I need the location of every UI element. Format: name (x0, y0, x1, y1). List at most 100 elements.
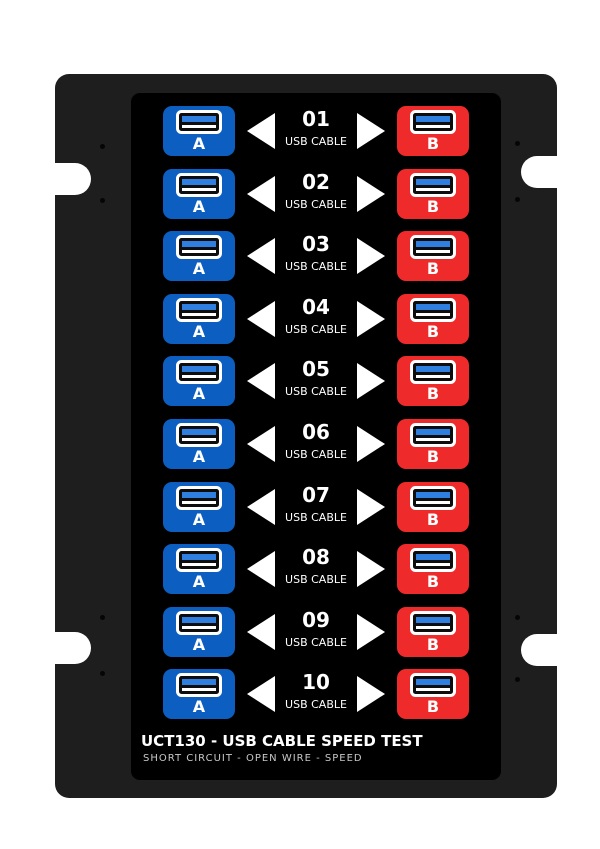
port-b-label: B (426, 447, 440, 466)
channel-label: USB CABLE (285, 635, 347, 649)
channel-number: 06 (302, 420, 330, 444)
port-a[interactable]: A (163, 168, 235, 219)
usb-a-socket-icon (410, 172, 456, 197)
port-a[interactable]: A (163, 356, 235, 407)
port-b-label: B (426, 259, 440, 279)
usb-a-socket-icon (410, 610, 456, 635)
port-a[interactable]: A (163, 419, 235, 469)
channel-label: USB CABLE (285, 698, 347, 712)
port-a-label: A (192, 134, 206, 153)
port-b[interactable]: B (397, 669, 469, 720)
usb-a-socket-icon (176, 235, 222, 260)
arrow-left (247, 551, 275, 591)
port-a[interactable]: A (163, 293, 235, 344)
panel-subtitle: SHORT CIRCUIT - OPEN WIRE - SPEED (143, 753, 363, 764)
arrow-right (357, 426, 385, 466)
port-b[interactable]: B (397, 106, 469, 156)
arrow-right-icon (357, 300, 385, 337)
port-a-label: A (192, 259, 206, 279)
arrow-right (357, 113, 385, 153)
arrow-left-icon (247, 426, 275, 462)
arrow-right-icon (357, 175, 385, 212)
port-a-label: A (192, 447, 206, 466)
port-b-label: B (426, 634, 440, 654)
port-a-label: A (192, 384, 206, 404)
usb-a-socket-icon (410, 297, 456, 322)
port-b-label: B (426, 134, 440, 153)
port-a-label: A (192, 509, 206, 529)
port-b-label: B (426, 572, 440, 592)
channel-number: 07 (302, 482, 330, 507)
arrow-right-icon (357, 613, 385, 650)
port-a-label: A (192, 321, 206, 341)
usb-a-socket-icon (410, 673, 456, 698)
channel-number: 02 (302, 169, 330, 194)
usb-a-socket-icon (176, 297, 222, 322)
channel-number: 05 (302, 357, 330, 382)
arrow-left-icon (247, 613, 275, 650)
screw-hole (100, 615, 105, 620)
channel-number: 04 (302, 294, 330, 319)
port-b[interactable]: B (397, 419, 469, 469)
usb-a-socket-icon (176, 548, 222, 573)
port-a[interactable]: A (163, 606, 235, 657)
arrow-left-icon (247, 238, 275, 275)
arrow-right-icon (357, 676, 385, 713)
port-b[interactable]: B (397, 231, 469, 282)
port-a-label: A (192, 697, 206, 717)
channel-number: 10 (302, 670, 330, 695)
arrow-right-icon (357, 426, 385, 462)
arrow-left-icon (247, 488, 275, 525)
usb-a-socket-icon (176, 485, 222, 510)
arrow-left-icon (247, 175, 275, 212)
port-b[interactable]: B (397, 356, 469, 407)
arrow-left (247, 300, 275, 341)
port-b-label: B (426, 321, 440, 341)
arrow-right-icon (357, 488, 385, 525)
arrow-left (247, 363, 275, 403)
arrow-right (357, 676, 385, 716)
port-b[interactable]: B (397, 168, 469, 219)
port-a[interactable]: A (163, 544, 235, 595)
usb-a-socket-icon (176, 423, 222, 447)
screw-hole (100, 198, 105, 203)
port-a[interactable]: A (163, 106, 235, 156)
arrow-left (247, 238, 275, 278)
port-b-label: B (426, 196, 440, 216)
usb-a-socket-icon (410, 235, 456, 260)
channel-label: USB CABLE (285, 573, 347, 587)
screw-hole (100, 144, 105, 149)
usb-a-socket-icon (176, 673, 222, 698)
port-b[interactable]: B (397, 606, 469, 657)
arrow-left (247, 426, 275, 466)
port-a[interactable]: A (163, 669, 235, 720)
panel-title: UCT130 - USB CABLE SPEED TEST (141, 732, 423, 750)
arrow-left-icon (247, 551, 275, 588)
port-b[interactable]: B (397, 481, 469, 532)
port-b-label: B (426, 697, 440, 717)
channel-label: USB CABLE (285, 322, 347, 336)
channel-label: USB CABLE (285, 385, 347, 399)
arrow-right (357, 613, 385, 654)
port-a[interactable]: A (163, 231, 235, 282)
screw-hole (515, 615, 520, 620)
arrow-right-icon (357, 363, 385, 400)
usb-a-socket-icon (410, 548, 456, 573)
port-a[interactable]: A (163, 481, 235, 532)
usb-a-socket-icon (176, 110, 222, 134)
port-a-label: A (192, 572, 206, 592)
port-b[interactable]: B (397, 293, 469, 344)
port-b[interactable]: B (397, 544, 469, 595)
screw-hole (515, 677, 520, 682)
screw-hole (100, 671, 105, 676)
channel-label: USB CABLE (285, 260, 347, 274)
